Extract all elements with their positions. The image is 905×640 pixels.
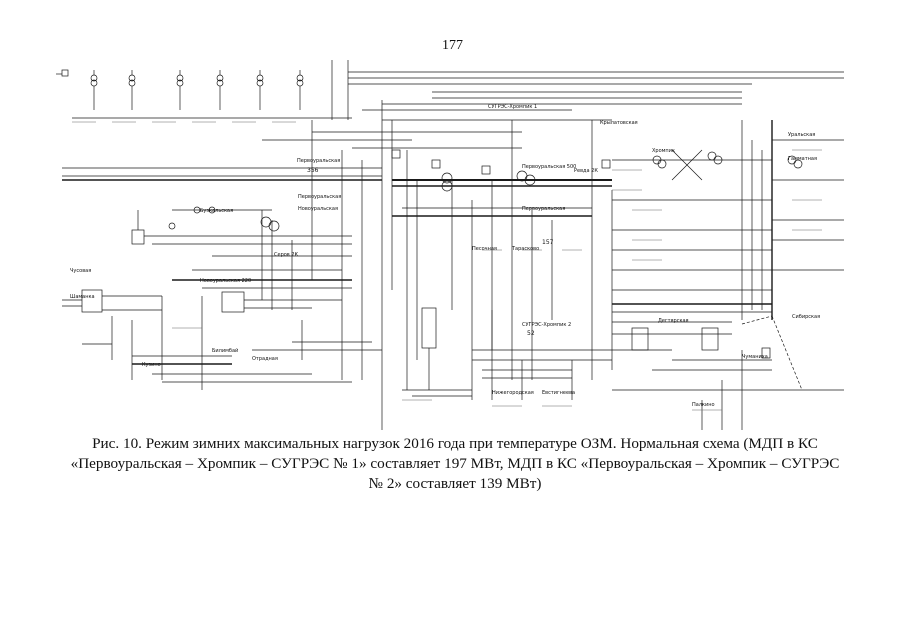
label-gammatnaya: Гамматная [788, 156, 817, 162]
diagram-lines [56, 60, 844, 430]
label-sugres-2: СУГРЭС-Хромпик 2 [522, 322, 571, 328]
label-uralskaya: Уральская [788, 132, 815, 138]
label-chusovaya: Чусовая [70, 268, 91, 274]
label-356: 356 [307, 167, 319, 174]
label-pervouralskaya-500: Первоуральская 500 [522, 164, 576, 170]
label-sibirskaya: Сибирская [792, 314, 820, 320]
label-pesochnaya: Песочная [472, 246, 497, 252]
label-palkino: Палкино [692, 402, 715, 408]
label-khrompik: Хромпик [652, 148, 675, 154]
label-sugres-1: СУГРЭС-Хромпик 1 [488, 104, 537, 110]
label-52: 52 [527, 330, 535, 337]
label-shamanka: Шаманка [70, 294, 95, 300]
label-krylatovskaya: Крылатовская [600, 120, 638, 126]
label-degtyarskaya: Дегтярская [658, 318, 689, 324]
label-novouralskaya: Новоуральская [298, 206, 338, 212]
label-serov-2k: Серов 2К [274, 252, 299, 258]
label-157: 157 [542, 239, 554, 246]
label-evstigneeva: Евстигнеева [542, 390, 575, 396]
top-left-stations [56, 60, 352, 120]
figure-caption: Рис. 10. Режим зимних максимальных нагру… [70, 435, 840, 492]
label-chumanikha: Чуманиха [742, 354, 768, 360]
label-revda-2k: Ревда 2К [574, 168, 598, 174]
label-pervouralskaya-2: Первоуральская [298, 194, 341, 200]
page-number: 177 [442, 38, 463, 53]
diagram-labels: Первоуральская 356 Первоуральская Новоур… [70, 104, 820, 408]
label-nizhegorodskaya: Нижегородская [492, 390, 534, 396]
label-kuzino: Кузино [142, 362, 161, 368]
annotation-texture [72, 121, 822, 411]
label-pervouralskaya: Первоуральская [297, 158, 340, 164]
label-novouralskaya-220: Новоуральская 220 [200, 278, 251, 284]
label-bilimbai: Билимбай [212, 347, 238, 354]
label-pervouralskaya-3: Первоуральская [522, 206, 565, 212]
label-buzkalskaya: Бузкальская [200, 208, 233, 214]
label-taraskovo: Тарасково [511, 246, 539, 252]
power-system-diagram: Первоуральская 356 Первоуральская Новоур… [56, 60, 844, 430]
label-otradnaya: Отрадная [252, 356, 278, 362]
